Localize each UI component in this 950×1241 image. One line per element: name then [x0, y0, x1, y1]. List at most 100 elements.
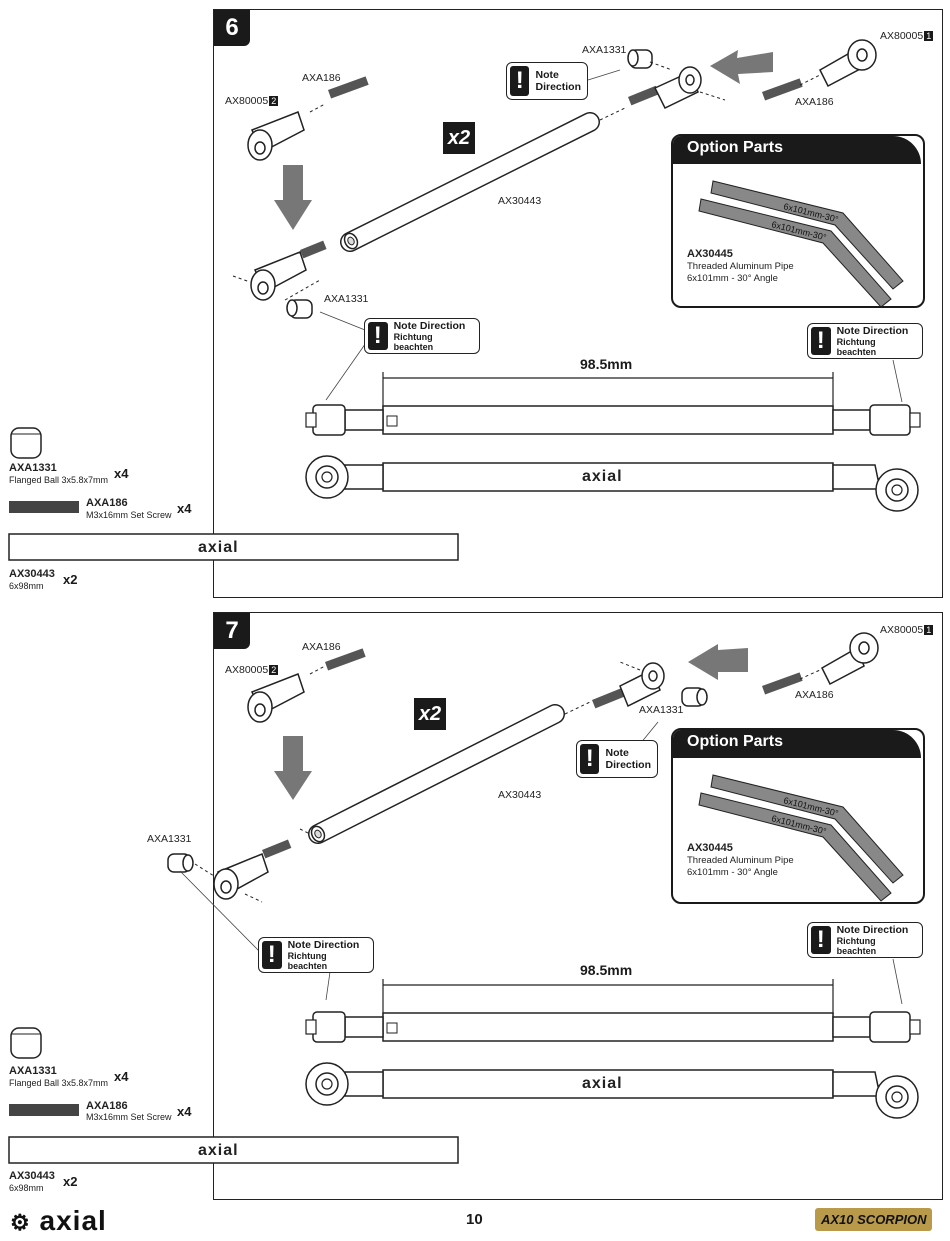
part-code: AX30443 [9, 568, 55, 580]
option-tube-drawing: 6x101mm-30° 6x101mm-30° [698, 774, 904, 902]
part-qty: x4 [114, 466, 129, 481]
label-text: AX80005 [880, 624, 924, 636]
rod-end-part [592, 662, 665, 709]
index-badge: 1 [924, 31, 934, 41]
index-badge: 1 [924, 625, 934, 635]
part-qty: x2 [63, 1174, 78, 1189]
option-parts-box: Option Parts 6x101mm-30° 6x101mm-30° AX3… [671, 134, 925, 308]
option-part-code: AX30445 [687, 842, 733, 854]
note-line1: Note Direction [836, 924, 909, 936]
exclamation-icon: ! [580, 744, 600, 774]
exclamation-icon: ! [510, 66, 530, 96]
rod-end-part [247, 111, 305, 161]
label-text: AX80005 [880, 30, 924, 42]
quantity-badge: x2 [443, 122, 475, 154]
ball-part [286, 299, 313, 319]
label-ball-top: AXA1331 [582, 44, 627, 56]
label-text: AX80005 [225, 95, 269, 107]
option-parts-title: Option Parts [673, 730, 921, 758]
note-line1: Note Direction [836, 325, 909, 337]
label-ball-top: AXA1331 [639, 704, 684, 716]
rod-end-part [247, 673, 305, 723]
option-part-desc2: 6x101mm - 30° Angle [687, 273, 778, 284]
option-part-desc1: Threaded Aluminum Pipe [687, 855, 794, 866]
exclamation-icon: ! [811, 926, 831, 954]
part-qty: x4 [114, 1069, 129, 1084]
arrow-left-icon [688, 644, 748, 680]
part-desc: M3x16mm Set Screw [86, 1112, 172, 1122]
option-part-code: AX30445 [687, 248, 733, 260]
part-qty: x4 [177, 501, 192, 516]
tube-part [308, 704, 565, 844]
part-code: AXA186 [86, 1100, 128, 1112]
part-desc: Flanged Ball 3x5.8x7mm [9, 1078, 109, 1088]
note-line2: Richtung beachten [836, 337, 877, 357]
label-screw-right: AXA186 [795, 689, 834, 701]
link-logo: axial [582, 468, 623, 485]
rod-end-part [250, 240, 327, 301]
option-tube-drawing: 6x101mm-30° 6x101mm-30° [698, 180, 904, 306]
step-6-exploded-view [232, 39, 921, 512]
step-7-exploded-view [167, 632, 921, 1119]
rod-end-part [628, 66, 702, 109]
part-code: AXA186 [86, 497, 128, 509]
tube-part [340, 112, 600, 252]
quantity-badge: x2 [414, 698, 446, 730]
assembled-link-side [305, 1011, 921, 1043]
part-desc: Flanged Ball 3x5.8x7mm [9, 475, 109, 485]
arrow-left-icon [710, 50, 773, 84]
part-code: AXA1331 [9, 1065, 57, 1077]
label-tube: AX30443 [498, 789, 542, 801]
label-screw-left: AXA186 [302, 72, 341, 84]
step-number: 6 [214, 10, 250, 46]
option-parts-title: Option Parts [673, 136, 921, 164]
part-code: AXA1331 [9, 462, 57, 474]
note-line2: Richtung beachten [393, 332, 434, 352]
label-text: AX80005 [225, 664, 269, 676]
logo-icon: ⚙ [10, 1210, 31, 1235]
exclamation-icon: ! [368, 322, 388, 350]
ball-part [681, 687, 708, 707]
option-part-desc1: Threaded Aluminum Pipe [687, 261, 794, 272]
part-code: AX30443 [9, 1170, 55, 1182]
tube-logo: axial [198, 539, 239, 556]
label-screw-right: AXA186 [795, 96, 834, 108]
note-line2: Direction [605, 759, 651, 771]
part-desc: M3x16mm Set Screw [86, 510, 172, 520]
part-qty: x2 [63, 572, 78, 587]
rod-end-part [762, 632, 879, 695]
label-ball-bottom: AXA1331 [324, 293, 369, 305]
axial-logo: ⚙ axial [10, 1205, 107, 1237]
note-line1: Note [605, 747, 629, 759]
logo-text: axial [39, 1205, 107, 1236]
dimension-label: 98.5mm [580, 962, 633, 978]
exclamation-icon: ! [811, 327, 831, 355]
option-part-desc2: 6x101mm - 30° Angle [687, 867, 778, 878]
index-badge: 2 [269, 96, 279, 106]
note-line2: Richtung beachten [836, 936, 877, 956]
exclamation-icon: ! [262, 941, 282, 969]
tube-logo: axial [198, 1142, 239, 1159]
link-logo: axial [582, 1075, 623, 1092]
label-screw-left: AXA186 [302, 641, 341, 653]
note-line1: Note [535, 69, 559, 81]
assembled-link-side [305, 404, 921, 436]
part-desc: 6x98mm [9, 581, 44, 591]
label-tube: AX30443 [498, 195, 542, 207]
ball-part [627, 49, 653, 69]
dimension-label: 98.5mm [580, 356, 633, 372]
note-line2: Richtung beachten [287, 951, 328, 971]
part-qty: x4 [177, 1104, 192, 1119]
assembled-link-front [305, 455, 919, 512]
parts-list-2-drawings [8, 1027, 459, 1164]
arrow-down-icon [274, 165, 312, 230]
rod-end-part [762, 39, 877, 101]
step-number: 7 [214, 613, 250, 649]
